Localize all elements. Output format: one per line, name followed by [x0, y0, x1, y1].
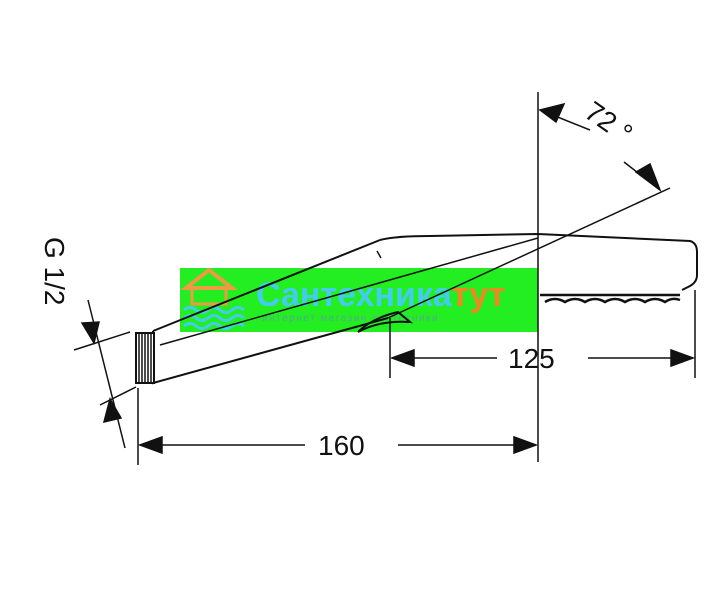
arrow-left-icon [137, 435, 163, 455]
arrow-down-icon [80, 321, 100, 345]
arrow-right-icon [513, 435, 539, 455]
watermark-brand: Сантехникатут [256, 276, 505, 314]
dim-angle-label: 72 ° [579, 95, 638, 149]
dim-160-label: 160 [318, 430, 365, 461]
watermark-brand-accent: тут [452, 276, 505, 314]
watermark-banner [180, 268, 538, 332]
arrow-up-left-icon [538, 102, 566, 124]
arrow-right-icon [670, 348, 696, 368]
angle-reference-line [387, 187, 671, 319]
arrow-up-icon [102, 397, 123, 424]
thread-connector [135, 332, 155, 384]
arrow-down-right-icon [634, 162, 662, 193]
dimension-thread [73, 299, 137, 449]
spray-face-nozzles [540, 293, 681, 304]
house-logo-icon [180, 267, 245, 330]
reference-lines [137, 92, 696, 465]
arrow-left-icon [389, 348, 415, 368]
dim-125-label: 125 [508, 343, 555, 374]
watermark-brand-main: Сантехника [256, 276, 453, 314]
dimension-angle [538, 102, 662, 193]
head-upper-contour [379, 232, 698, 291]
handle-top-edge [152, 239, 381, 332]
dimension-160 [137, 435, 539, 455]
tick-mark [376, 250, 382, 259]
watermark: Сантехникатут интернет магазин сантехник… [180, 267, 538, 332]
watermark-tagline: интернет магазин сантехники [262, 313, 439, 324]
head-inner-line [159, 237, 539, 346]
dimension-125 [389, 348, 696, 368]
dim-thread-label: G 1/2 [39, 237, 70, 305]
handle-grip-detail [357, 310, 414, 333]
